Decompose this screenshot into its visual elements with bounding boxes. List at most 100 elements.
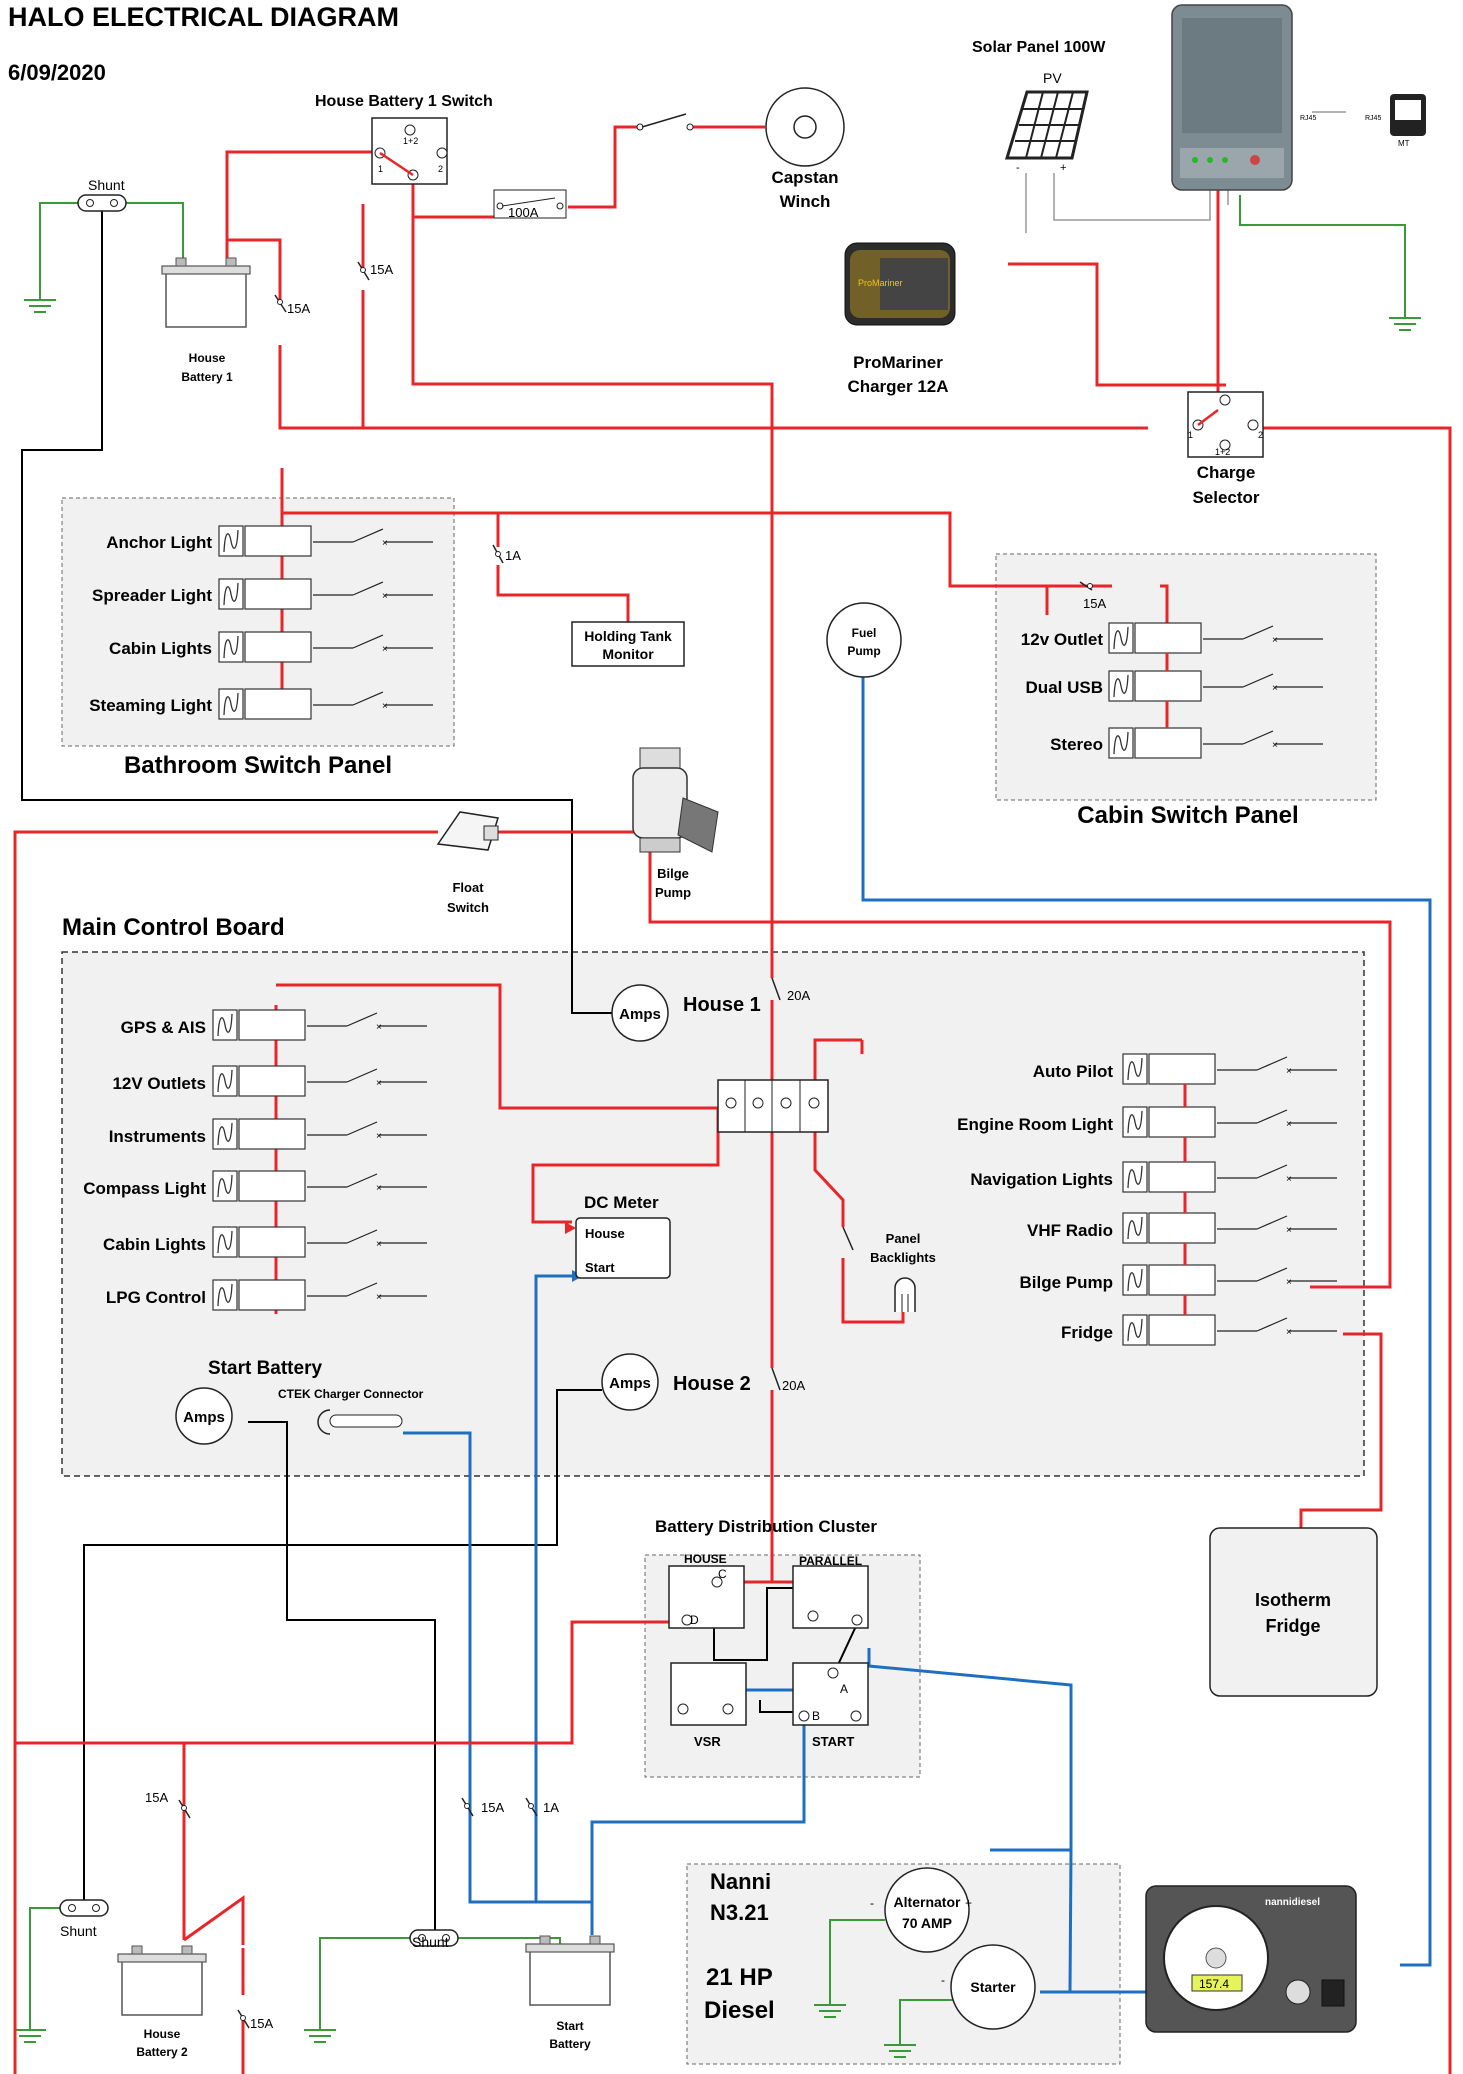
cabin-panel-title: Cabin Switch Panel [1077,802,1298,829]
switch-dual-usb[interactable]: Dual USB [1026,670,1324,702]
switch-lpg-control[interactable]: LPG Control [106,1279,428,1311]
switch-spreader-light[interactable]: Spreader Light [92,578,434,610]
bulb-icon [894,1277,916,1312]
start-battery-bottom-label: Battery [549,2037,591,2051]
engine-hp: 21 HP [706,1964,773,1991]
solar-panel-icon [1004,90,1089,160]
svg-text:Navigation Lights: Navigation Lights [970,1170,1113,1189]
fuse-icon [492,544,504,564]
svg-text:Starter: Starter [970,1979,1016,1995]
switch-instruments[interactable]: Instruments [109,1118,428,1150]
dc-meter [575,1217,671,1279]
shunt-icon [59,1899,109,1917]
svg-text:Dual USB: Dual USB [1026,678,1103,697]
switch-12v-outlets[interactable]: 12V Outlets [112,1065,428,1097]
svg-text:MT: MT [1398,139,1410,148]
switch-12v-outlet[interactable]: 12v Outlet [1021,622,1324,654]
svg-text:Isotherm: Isotherm [1255,1590,1331,1610]
switch-bilge-pump[interactable]: Bilge Pump [1019,1264,1338,1296]
svg-text:12V Outlets: 12V Outlets [112,1074,206,1093]
svg-text:A: A [840,1682,848,1696]
engine-control-panel[interactable]: 157.4 nannidiesel [1145,1885,1357,2033]
svg-text:Shunt: Shunt [60,1923,97,1939]
house1-label: House 1 [683,994,761,1016]
svg-text:Fridge: Fridge [1265,1616,1320,1636]
pv-label: PV [1043,70,1062,86]
switch-compass-light[interactable]: Compass Light [83,1170,428,1202]
switch-gps-ais[interactable]: GPS & AIS [121,1009,428,1041]
solar-panel-label: Solar Panel 100W [972,39,1106,56]
charge-selector-label: Charge [1197,463,1256,482]
starter-icon [950,1944,1036,2030]
svg-text:15A: 15A [370,262,393,277]
svg-text:Bilge Pump: Bilge Pump [1019,1273,1113,1292]
bathroom-switch-list: Anchor Light Spreader Light Cabin Lights… [89,525,434,720]
svg-text:1: 1 [1188,430,1193,440]
promariner-label: Charger 12A [847,377,948,396]
svg-text:1+2: 1+2 [403,136,418,146]
ctek-connector-label: CTEK Charger Connector [278,1387,424,1401]
svg-text:Cabin Lights: Cabin Lights [103,1235,206,1254]
fuse-icon [525,1797,538,1817]
switch-engine-room-light[interactable]: Engine Room Light [957,1106,1338,1138]
switch-stereo[interactable]: Stereo [1050,727,1324,759]
house-battery-1-switch[interactable]: 1+2 1 2 [371,117,448,185]
fuse-icon [357,261,370,281]
svg-text:+: + [965,1896,972,1910]
svg-text:Amps: Amps [183,1409,225,1426]
cluster-house-switch[interactable] [668,1565,745,1629]
svg-text:1A: 1A [543,1800,559,1815]
svg-text:START: START [812,1734,854,1749]
switch-cabin-lights[interactable]: Cabin Lights [103,1226,428,1258]
capstan-winch-label: Winch [780,192,831,211]
switch-icon [842,1226,854,1251]
house2-ammeter-icon [601,1353,659,1411]
house-battery-1-label: House [189,351,226,365]
start-ammeter-icon [175,1387,233,1445]
capstan-winch-icon [765,87,845,167]
start-battery-bottom-label: Start [556,2019,583,2033]
svg-text:Steaming Light: Steaming Light [89,696,212,715]
house-battery-2-label: Battery 2 [136,2045,188,2059]
positive-wiring [13,125,1452,2074]
switch-auto-pilot[interactable]: Auto Pilot [1033,1053,1338,1085]
main-board-right-switches: Auto Pilot Engine Room Light Navigation … [957,1053,1338,1346]
svg-text:70 AMP: 70 AMP [902,1915,952,1931]
svg-text:Spreader Light: Spreader Light [92,586,212,605]
svg-text:15A: 15A [481,1800,504,1815]
svg-text:Shunt: Shunt [412,1934,449,1950]
house2-label: House 2 [673,1373,751,1395]
svg-text:Monitor: Monitor [602,646,654,662]
fuse-icon [1079,581,1093,591]
svg-text:Compass Light: Compass Light [83,1179,206,1198]
house-battery-1-switch-label: House Battery 1 Switch [315,93,493,110]
svg-text:15A: 15A [250,2016,273,2031]
svg-text:Alternator: Alternator [894,1894,961,1910]
breaker-icon [771,1367,781,1391]
switch-steaming-light[interactable]: Steaming Light [89,688,434,720]
promariner-label: ProMariner [853,353,943,372]
svg-text:Instruments: Instruments [109,1127,206,1146]
svg-text:House: House [585,1226,625,1241]
svg-text:-: - [1016,162,1020,174]
charge-selector-switch[interactable]: 1 2 1+2 [1187,391,1264,458]
svg-text:1A: 1A [505,548,521,563]
svg-text:20A: 20A [787,988,810,1003]
switch-vhf-radio[interactable]: VHF Radio [1027,1212,1338,1244]
capstan-winch-label: Capstan [771,168,838,187]
winch-isolator [636,113,694,131]
bilge-pump-label: Pump [655,885,691,900]
diagram-title: HALO ELECTRICAL DIAGRAM [8,2,399,32]
svg-text:Holding Tank: Holding Tank [584,628,672,644]
solar-controller-icon [1171,4,1293,191]
switch-fridge[interactable]: Fridge [1061,1314,1338,1346]
shunt-icon [77,194,127,212]
switch-cabin-lights[interactable]: Cabin Lights [109,631,434,663]
bilge-pump-icon [632,747,719,853]
switch-anchor-light[interactable]: Anchor Light [106,525,434,557]
switch-navigation-lights[interactable]: Navigation Lights [970,1161,1338,1193]
fuel-pump-label: Fuel [852,626,877,640]
engine-name: Nanni [710,1869,771,1894]
svg-text:GPS & AIS: GPS & AIS [121,1018,206,1037]
